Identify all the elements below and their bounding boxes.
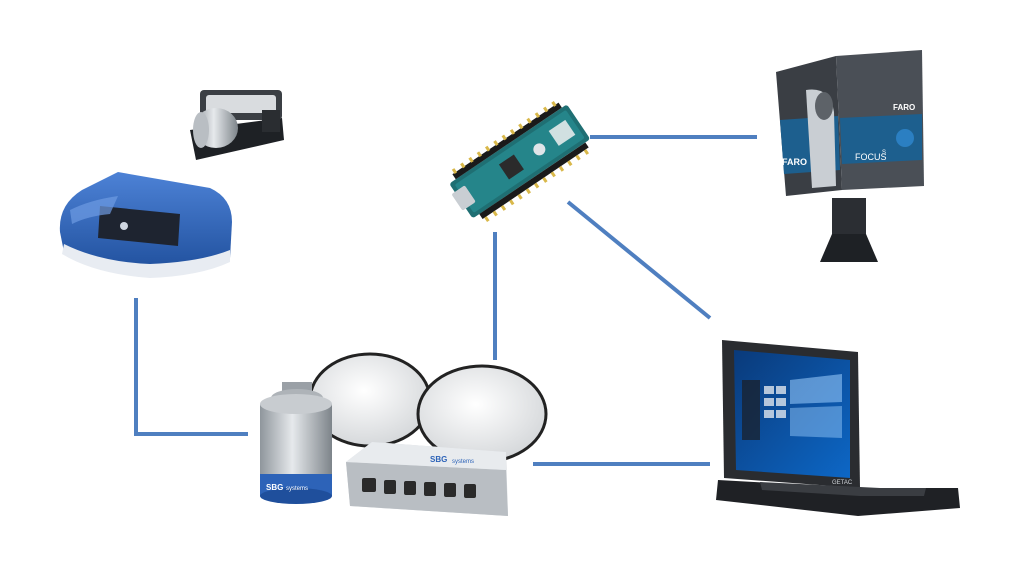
imu-cylinder: SBG systems (260, 382, 332, 504)
microcontroller-board (450, 101, 590, 223)
laptop-brand-label: GETAC (832, 480, 853, 486)
scanner-model-label: FOCUS (855, 152, 887, 162)
link-board-laptop (566, 200, 712, 320)
unit-brand-sub-label: systems (452, 459, 474, 465)
imu-device (59, 172, 232, 278)
link-imu-gnss (134, 298, 248, 436)
scanner-brand-label: FARO (782, 157, 807, 167)
gnss-antennas (308, 352, 548, 464)
gnss-ins-unit: SBG systems (346, 442, 508, 516)
laser-scanner: FARO FOCUS S FARO (776, 50, 924, 262)
unit-brand-label: SBG (430, 455, 447, 464)
connection-lines (134, 135, 757, 466)
imu-brand-sub-label: systems (286, 486, 308, 492)
scanner-model-sup: S (882, 150, 886, 156)
imu-cradle-device (190, 90, 284, 160)
scanner-brand-top-label: FARO (893, 103, 915, 112)
imu-brand-label: SBG (266, 483, 283, 492)
rugged-laptop: GETAC (716, 340, 960, 516)
